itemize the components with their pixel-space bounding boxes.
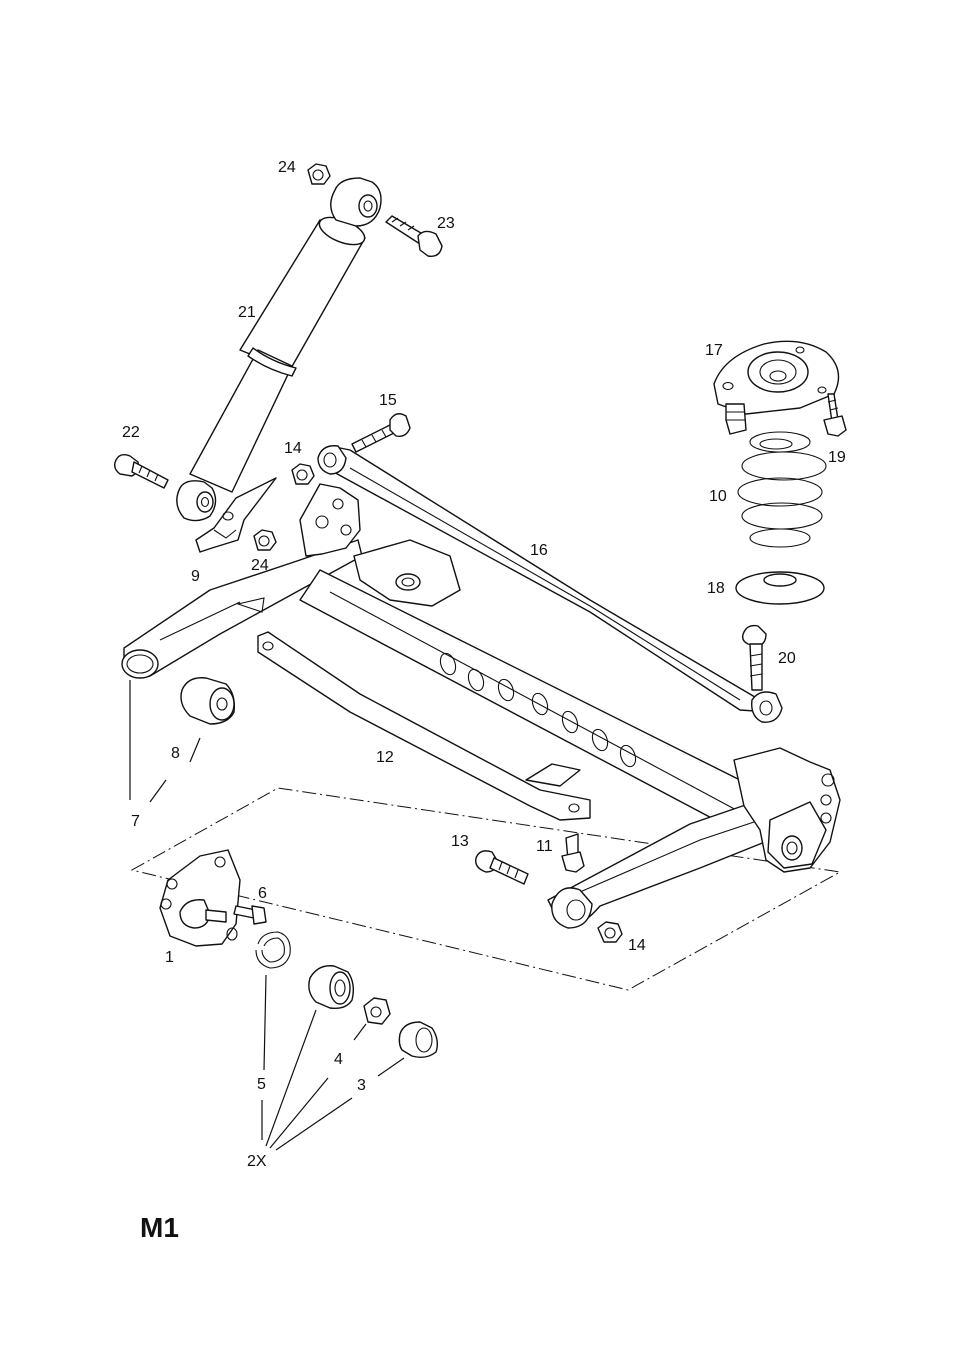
label-5: 5 [257,1076,266,1093]
bolt-15[interactable] [351,413,411,453]
rear-axle-beam[interactable] [121,483,841,929]
panhard-rod[interactable] [317,445,783,723]
bolt-6[interactable] [233,905,267,925]
nut-4[interactable] [363,997,391,1025]
shock-absorber[interactable] [176,177,382,522]
label-14-bottom: 14 [628,937,646,954]
label-19: 19 [828,449,846,466]
label-1: 1 [165,949,174,966]
bolt-13[interactable] [475,850,529,885]
wheel-hub-1[interactable] [159,849,241,947]
label-18: 18 [707,580,725,597]
bolt-19[interactable] [823,393,847,437]
bushing-8[interactable] [180,677,236,725]
bolt-23[interactable] [385,215,443,257]
bracket-9[interactable] [195,477,277,553]
label-21: 21 [238,304,256,321]
nut-24-top[interactable] [307,163,331,185]
label-10: 10 [709,488,727,505]
label-14-top: 14 [284,440,302,457]
label-3: 3 [357,1077,366,1094]
label-4: 4 [334,1051,343,1068]
leader-lines [129,680,405,1151]
label-24-mid: 24 [251,557,269,574]
spring-seat-18[interactable] [735,571,825,605]
callout-labels: 24 23 21 17 15 22 14 19 10 16 24 9 18 20… [122,159,846,1170]
label-24-top: 24 [278,159,296,176]
nut-24-mid[interactable] [253,529,277,551]
label-23: 23 [437,215,455,232]
label-15: 15 [379,392,397,409]
sheet-code: M1 [140,1212,179,1243]
cap-3[interactable] [398,1021,439,1059]
label-9: 9 [191,568,200,585]
label-20: 20 [778,650,796,667]
label-12: 12 [376,749,394,766]
bolt-20[interactable] [741,624,767,691]
coil-spring-10[interactable] [737,431,827,548]
label-11: 11 [536,838,553,855]
label-2x: 2X [247,1153,267,1170]
brace-12[interactable] [257,631,591,821]
bolt-11[interactable] [561,833,585,873]
nut-14-bottom[interactable] [597,921,623,943]
label-16: 16 [530,542,548,559]
bolt-22[interactable] [113,453,169,489]
nut-14-top[interactable] [291,463,315,485]
label-7: 7 [131,813,140,830]
wheel-bearing-2x[interactable] [308,965,355,1010]
strut-mount-17[interactable] [713,340,840,435]
label-6: 6 [258,885,267,902]
label-8: 8 [171,745,180,762]
snap-ring-5[interactable] [255,931,291,969]
label-17: 17 [705,342,723,359]
label-22: 22 [122,424,140,441]
label-13: 13 [451,833,469,850]
